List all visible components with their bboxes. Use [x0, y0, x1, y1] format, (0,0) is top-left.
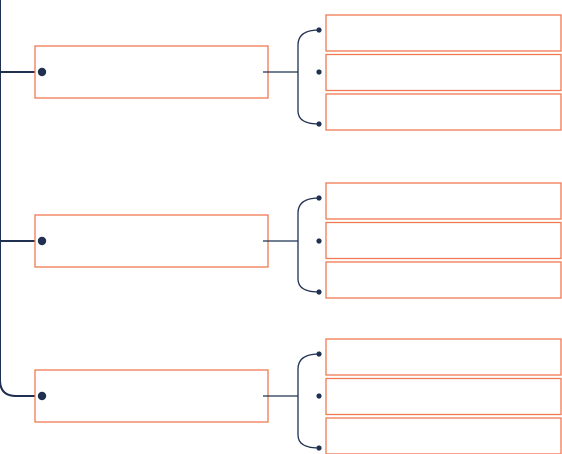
- child-box: [325, 261, 562, 299]
- brace-dot: [316, 393, 322, 399]
- brace-dot: [316, 195, 322, 201]
- child-box: [325, 221, 562, 260]
- brace-dot: [316, 445, 322, 451]
- brace-dot: [316, 238, 322, 244]
- brace-connector: [297, 197, 320, 293]
- trunk-connector: [0, 0, 42, 397]
- brace-dot: [316, 289, 322, 295]
- brace-dot: [316, 351, 322, 357]
- child-box: [325, 53, 562, 92]
- parent-box: [34, 45, 269, 99]
- child-box: [325, 377, 562, 416]
- child-box: [325, 14, 562, 52]
- parent-box: [34, 369, 269, 423]
- connector-dot: [37, 67, 47, 77]
- brace-connector: [297, 29, 320, 125]
- brace-dot: [316, 27, 322, 33]
- brace-dot: [316, 69, 322, 75]
- child-box: [325, 182, 562, 220]
- parent-box: [34, 214, 269, 268]
- child-box: [325, 417, 562, 454]
- child-box: [325, 93, 562, 131]
- brace-dot: [316, 121, 322, 127]
- child-box: [325, 338, 562, 376]
- connector-dot: [37, 236, 47, 246]
- connector-dot: [37, 391, 47, 401]
- brace-connector: [297, 353, 320, 449]
